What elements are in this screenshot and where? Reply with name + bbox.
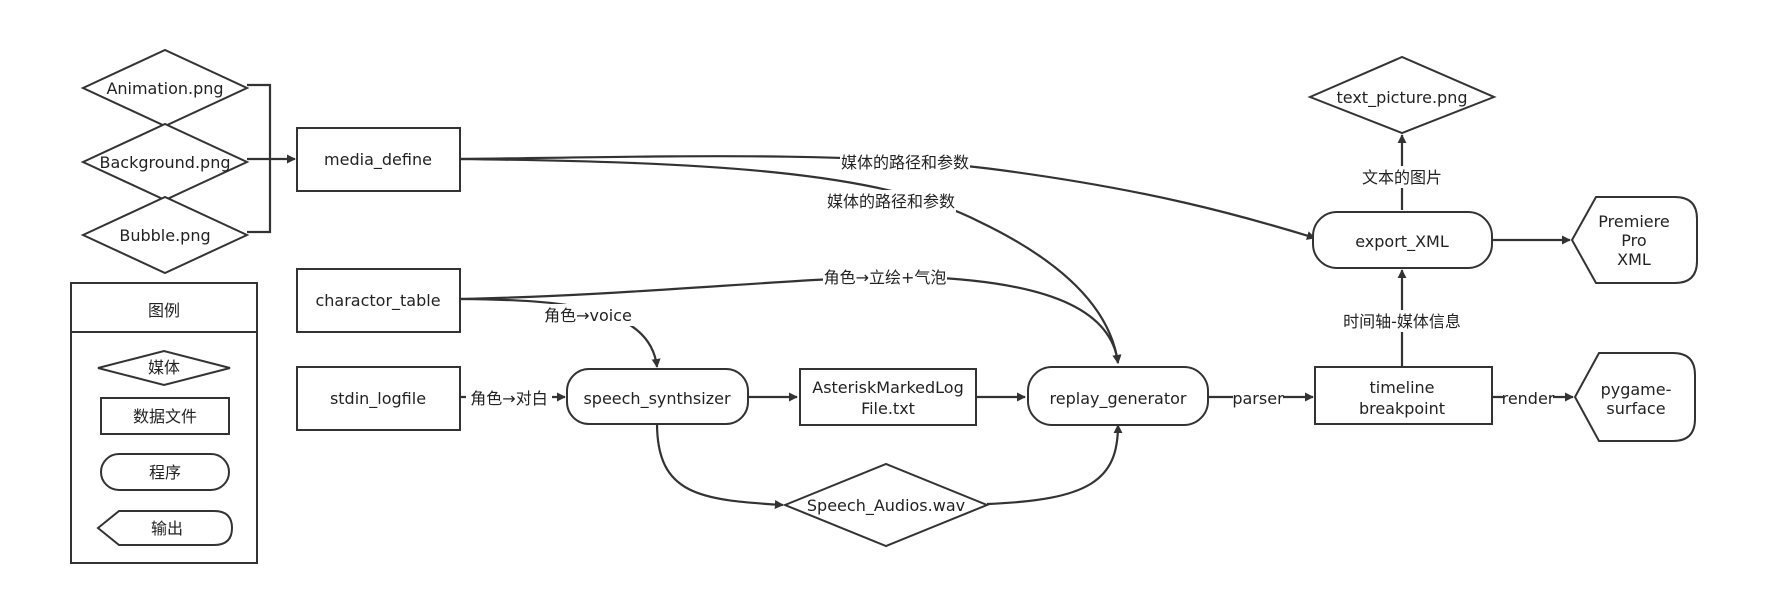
node-bubble-png: Bubble.png [80, 195, 250, 275]
svg-text:媒体的路径和参数: 媒体的路径和参数 [827, 192, 955, 211]
node-animation-png: Animation.png [80, 48, 250, 128]
edge-label-char-to-replay: 角色→立绘+气泡 [823, 266, 947, 288]
svg-text:角色→voice: 角色→voice [544, 306, 632, 325]
svg-text:breakpoint: breakpoint [1359, 399, 1445, 418]
svg-text:程序: 程序 [149, 463, 181, 482]
edge-label-timeline-to-export: 时间轴-媒体信息 [1340, 310, 1464, 332]
node-speech-synthsizer: speech_synthsizer [566, 368, 749, 425]
svg-text:charactor_table: charactor_table [315, 291, 440, 311]
edge-speech-to-audios [655, 422, 784, 510]
legend-media: 媒体 [97, 349, 231, 387]
node-premiere-pro-xml: Premiere Pro XML [1570, 196, 1698, 284]
svg-text:AsteriskMarkedLog: AsteriskMarkedLog [812, 378, 963, 397]
svg-text:render: render [1502, 389, 1555, 408]
legend-program: 程序 [100, 453, 230, 491]
svg-text:XML: XML [1617, 250, 1651, 269]
svg-text:parser: parser [1232, 389, 1284, 408]
edge-media-define-to-replay-generator [459, 157, 1122, 364]
edge-label-stdin-to-speech: 角色→对白 [466, 387, 552, 409]
node-background-png: Background.png [80, 122, 250, 202]
edge-label-export-to-textpic: 文本的图片 [1362, 166, 1442, 188]
edge-label-char-to-speech: 角色→voice [542, 304, 634, 326]
node-charactor-table: charactor_table [296, 268, 461, 333]
legend-panel: 图例 媒体 数据文件 程序 输出 [70, 282, 258, 564]
svg-text:stdin_logfile: stdin_logfile [330, 389, 426, 409]
svg-text:pygame-: pygame- [1601, 380, 1672, 399]
svg-text:Pro: Pro [1621, 231, 1646, 250]
node-stdin-logfile: stdin_logfile [296, 366, 461, 431]
edge-media-files-to-media-define [247, 83, 295, 234]
svg-text:replay_generator: replay_generator [1050, 389, 1187, 409]
legend-title: 图例 [148, 301, 180, 320]
svg-text:Animation.png: Animation.png [106, 79, 223, 98]
svg-text:Premiere: Premiere [1598, 212, 1669, 231]
svg-text:timeline: timeline [1369, 378, 1434, 397]
node-speech-audios-wav: Speech_Audios.wav [782, 462, 990, 548]
node-media-define: media_define [296, 127, 461, 192]
edge-audios-to-replay-generator [986, 424, 1123, 506]
edge-label-media-to-replay: 媒体的路径和参数 [826, 190, 956, 212]
svg-text:文本的图片: 文本的图片 [1362, 168, 1442, 187]
svg-text:媒体的路径和参数: 媒体的路径和参数 [841, 153, 969, 172]
svg-text:输出: 输出 [151, 519, 183, 538]
svg-text:File.txt: File.txt [861, 399, 915, 418]
legend-data-file: 数据文件 [100, 397, 230, 435]
svg-text:text_picture.png: text_picture.png [1337, 88, 1468, 108]
svg-text:speech_synthsizer: speech_synthsizer [583, 389, 731, 409]
svg-text:Background.png: Background.png [100, 153, 231, 172]
svg-text:export_XML: export_XML [1355, 232, 1449, 252]
node-replay-generator: replay_generator [1027, 366, 1209, 426]
svg-text:media_define: media_define [324, 150, 432, 170]
legend-output: 输出 [96, 510, 234, 546]
svg-text:Bubble.png: Bubble.png [119, 226, 210, 245]
edge-label-parser: parser [1232, 387, 1284, 409]
svg-text:时间轴-媒体信息: 时间轴-媒体信息 [1343, 312, 1461, 331]
node-export-xml: export_XML [1312, 211, 1493, 269]
svg-text:数据文件: 数据文件 [133, 407, 197, 426]
svg-text:角色→对白: 角色→对白 [470, 389, 547, 408]
svg-text:surface: surface [1606, 399, 1665, 418]
node-asterisk-marked-log: AsteriskMarkedLog File.txt [799, 368, 977, 426]
svg-text:Speech_Audios.wav: Speech_Audios.wav [807, 496, 965, 516]
svg-text:媒体: 媒体 [148, 358, 180, 377]
node-text-picture-png: text_picture.png [1307, 55, 1497, 135]
node-pygame-surface: pygame- surface [1573, 352, 1696, 442]
node-timeline-breakpoint: timeline breakpoint [1314, 366, 1493, 425]
svg-text:角色→立绘+气泡: 角色→立绘+气泡 [824, 268, 947, 287]
edge-label-media-to-export: 媒体的路径和参数 [840, 150, 970, 172]
edge-label-render: render [1502, 387, 1555, 409]
